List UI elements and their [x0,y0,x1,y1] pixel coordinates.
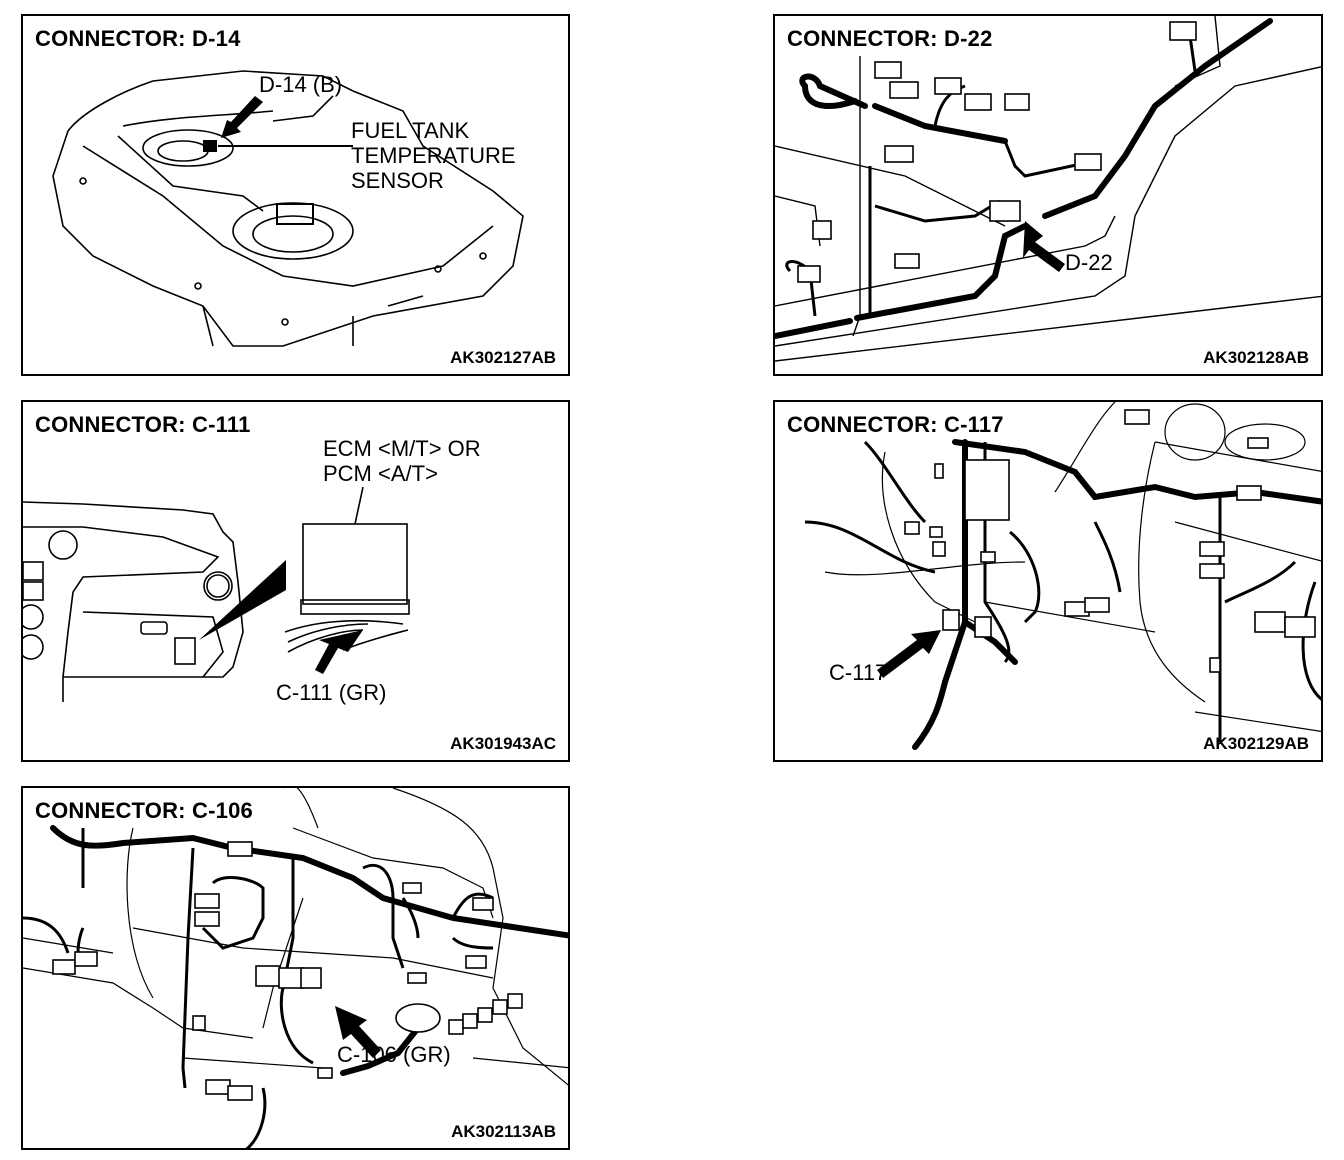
arrow-icon [877,630,941,678]
panel-title: CONNECTOR: C-117 [787,412,1004,437]
connector-callout: C-117 [829,660,888,685]
component-callout: ECM <M/T> OR PCM <A/T> [323,436,481,486]
callout-line: ECM <M/T> OR [323,436,481,461]
panel-title: CONNECTOR: D-22 [787,26,993,51]
connector-callout: C-106 (GR) [337,1042,451,1067]
connector-callout: D-14 (B) [259,72,343,97]
figure-id: AK301943AC [450,734,556,753]
figure-id: AK302129AB [1203,734,1309,753]
panel-title: CONNECTOR: C-111 [35,412,251,437]
wiring-harness-illustration [23,788,568,1148]
connector-panel-c117: CONNECTOR: C-117 C-117 AK302129AB [773,400,1323,762]
connector-panel-d22: CONNECTOR: D-22 D-22 AK302128AB [773,14,1323,376]
callout-line: SENSOR [351,168,444,193]
connector-panel-d14: CONNECTOR: D-14 D-14 (B) FUEL TANK TEMPE… [21,14,570,376]
connector-panel-c111: CONNECTOR: C-111 ECM <M/T> OR PCM <A/T> … [21,400,570,762]
arrow-icon [315,630,363,674]
arrow-icon [1023,221,1065,272]
callout-line: TEMPERATURE [351,143,516,168]
figure-id: AK302128AB [1203,348,1309,367]
arrow-icon [335,1006,381,1058]
connector-callout: C-111 (GR) [276,680,387,705]
arrow-icon [221,96,263,138]
connector-panel-c106: CONNECTOR: C-106 C-106 (GR) AK302113AB [21,786,570,1150]
ecm-pcm-illustration [23,486,410,702]
wiring-harness-illustration [775,16,1321,362]
figure-id: AK302127AB [450,348,556,367]
callout-line: FUEL TANK [351,118,470,143]
callout-line: PCM <A/T> [323,461,438,486]
panel-title: CONNECTOR: D-14 [35,26,241,51]
figure-id: AK302113AB [451,1122,556,1141]
connector-callout: D-22 [1065,250,1113,275]
panel-title: CONNECTOR: C-106 [35,798,253,823]
component-callout: FUEL TANK TEMPERATURE SENSOR [351,118,516,193]
wiring-harness-illustration [804,402,1321,750]
fuel-tank-illustration [52,70,524,347]
